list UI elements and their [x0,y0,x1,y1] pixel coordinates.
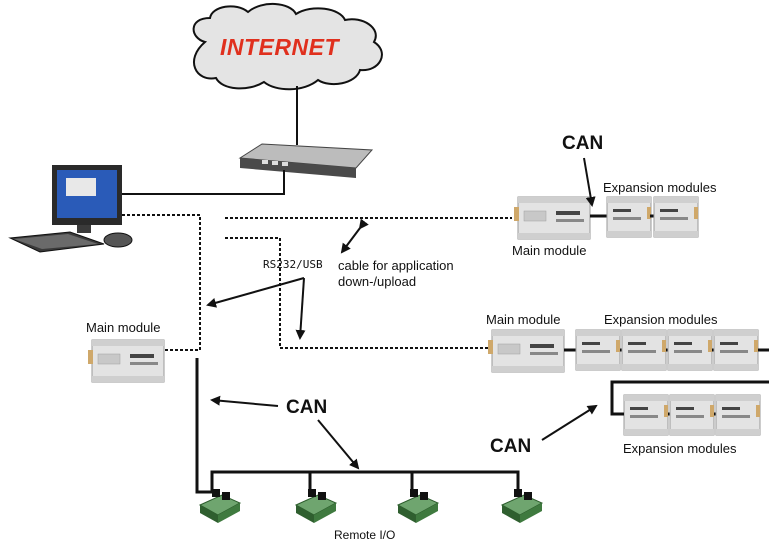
internet-cloud [192,3,383,91]
remote-io-module-2 [295,488,337,524]
main-module-left-label: Main module [86,320,161,335]
can-label-top: CAN [562,133,604,154]
remote-io-module-4 [501,488,543,524]
main-module-right [487,329,565,373]
internet-label: INTERNET [220,34,339,60]
remote-io-module-1 [199,488,241,524]
can-link-right [610,380,769,416]
computer-icon [8,165,133,253]
cable-label-line1: cable for application [338,258,454,273]
expansion-module-top-1 [606,196,652,238]
main-module-right-label: Main module [486,312,561,327]
expansion-module-mid-3 [667,329,713,371]
expansion-module-bottom-3 [715,394,761,436]
can-label-bottom: CAN [490,436,532,457]
programming-cables [122,214,512,351]
main-module-top-label: Main module [512,243,587,258]
cable-label-line2: down-/upload [338,274,417,289]
pc-router-link [122,170,285,195]
expansion-module-bottom-2 [669,394,715,436]
router-icon [238,143,374,178]
expansion-module-bottom-1 [623,394,669,436]
expansion-modules-top-label: Expansion modules [603,180,717,195]
main-module-left [87,339,165,383]
rs232-usb-label: RS232/USB [263,258,323,271]
can-bus-remote-io [195,358,520,494]
expansion-module-mid-4 [713,329,759,371]
remote-io-label: Remote I/O [334,528,396,542]
expansion-module-mid-1 [575,329,621,371]
expansion-modules-bottom-label: Expansion modules [623,441,737,456]
main-module-top [513,196,591,240]
annotation-arrows [206,157,598,470]
expansion-modules-middle-label: Expansion modules [604,312,718,327]
can-label-middle: CAN [286,397,328,418]
expansion-module-top-2 [653,196,699,238]
remote-io-module-3 [397,488,439,524]
expansion-module-mid-2 [621,329,667,371]
